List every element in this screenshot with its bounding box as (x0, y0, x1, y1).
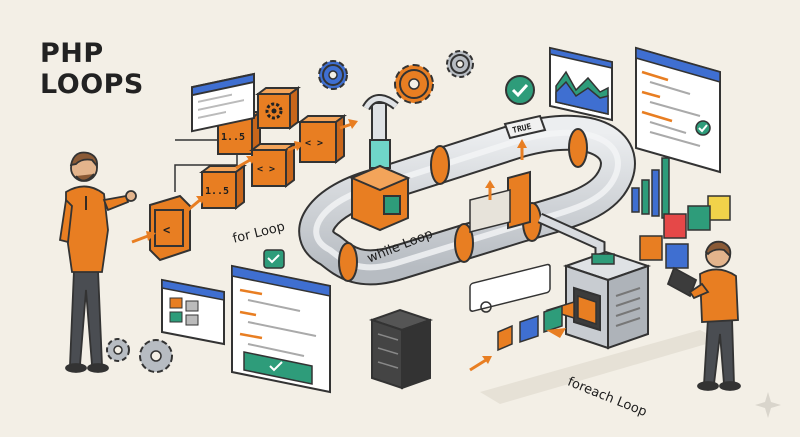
code-window-bottom (231, 264, 331, 394)
title-line-1: PHP (40, 38, 104, 69)
window-blocks (161, 278, 225, 346)
while-condition-box (349, 94, 411, 232)
gear-gray-icon (446, 50, 474, 78)
person-right (666, 240, 741, 391)
gear-icon (318, 60, 348, 90)
foreach-items (469, 263, 566, 372)
pipe-couplings (338, 128, 588, 282)
title-line-2: LOOPS (40, 69, 144, 100)
bar-chart-icon (631, 157, 670, 219)
for-loop-flow: < 1..5 1..5 (131, 86, 358, 262)
code-window-right (635, 46, 721, 174)
gears-bottom-icon (106, 338, 173, 373)
block-settings (255, 86, 301, 130)
area-chart-window (549, 46, 613, 122)
svg-text:< >: < > (257, 164, 275, 175)
floor-track (480, 330, 720, 404)
server-rack-icon (368, 308, 434, 390)
svg-text:<: < (163, 223, 170, 237)
check-badge-icon (505, 75, 535, 105)
server-tower (545, 250, 652, 350)
svg-text:< >: < > (305, 138, 323, 149)
gear-orange-icon (394, 64, 434, 104)
true-label: TRUE (511, 122, 532, 135)
block-code-b: < > (297, 114, 347, 164)
svg-text:1..5: 1..5 (221, 132, 245, 143)
true-tag: TRUE (503, 114, 547, 160)
check-tag-icon (263, 249, 285, 269)
gate-panel (469, 170, 531, 233)
page-title: PHP LOOPS (40, 38, 144, 100)
block-range-b: 1..5 (199, 164, 247, 210)
block-code-a: < > (249, 142, 297, 188)
person-left (58, 151, 137, 373)
sparkle-icon (755, 392, 781, 418)
card-stack-icons (639, 195, 731, 269)
block-code-c: < (149, 194, 191, 262)
svg-text:1..5: 1..5 (205, 186, 229, 197)
while-loop-pipe (298, 114, 636, 286)
browser-window-top (191, 72, 255, 133)
